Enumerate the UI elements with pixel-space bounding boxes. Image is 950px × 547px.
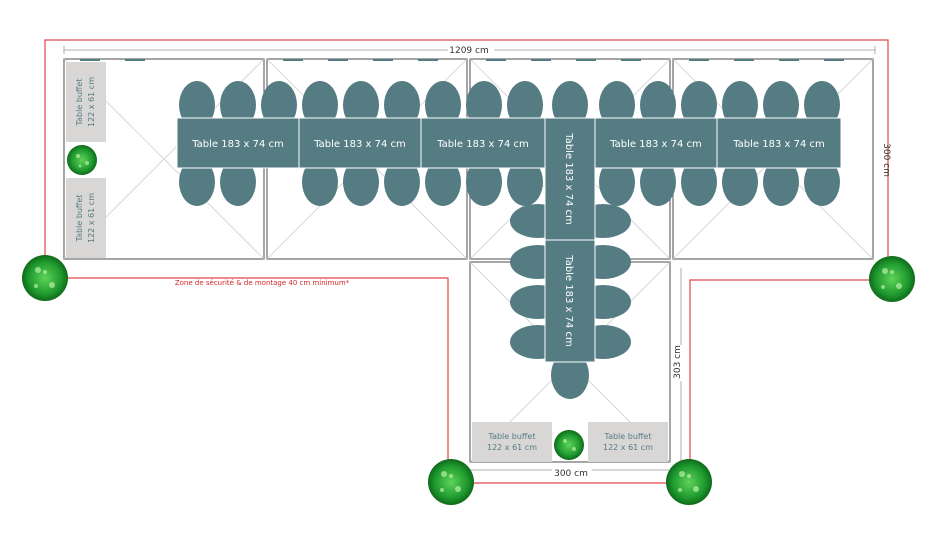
buffet-title: Table buffet xyxy=(604,432,652,441)
safety-zone-line xyxy=(44,39,889,484)
buffet-title: Table buffet xyxy=(488,432,536,441)
lower-width-dimension: 300 cm xyxy=(554,469,588,479)
chairs xyxy=(179,81,840,399)
plant-icon xyxy=(22,145,915,505)
buffet-size: 122 x 61 cm xyxy=(87,77,96,127)
right-height-dimension: 300 cm xyxy=(881,143,891,177)
tables xyxy=(176,117,842,363)
buffet-tables xyxy=(66,62,668,462)
table-label: Table 183 x 74 cm xyxy=(563,254,574,347)
table-label: Table 183 x 74 cm xyxy=(191,139,284,150)
width-dimension: 1209 cm xyxy=(449,46,488,56)
buffet-size: 122 x 61 cm xyxy=(487,443,537,452)
table-label: Table 183 x 74 cm xyxy=(563,132,574,225)
table-label: Table 183 x 74 cm xyxy=(732,139,825,150)
buffet-title: Table buffet xyxy=(75,195,84,243)
buffet-size: 122 x 61 cm xyxy=(87,193,96,243)
buffet-title: Table buffet xyxy=(75,79,84,127)
table-label: Table 183 x 74 cm xyxy=(313,139,406,150)
table-label: Table 183 x 74 cm xyxy=(436,139,529,150)
table-label: Table 183 x 74 cm xyxy=(609,139,702,150)
safety-zone-note: Zone de sécurité & de montage 40 cm mini… xyxy=(175,279,350,287)
lower-height-dimension: 303 cm xyxy=(673,345,683,379)
buffet-size: 122 x 61 cm xyxy=(603,443,653,452)
